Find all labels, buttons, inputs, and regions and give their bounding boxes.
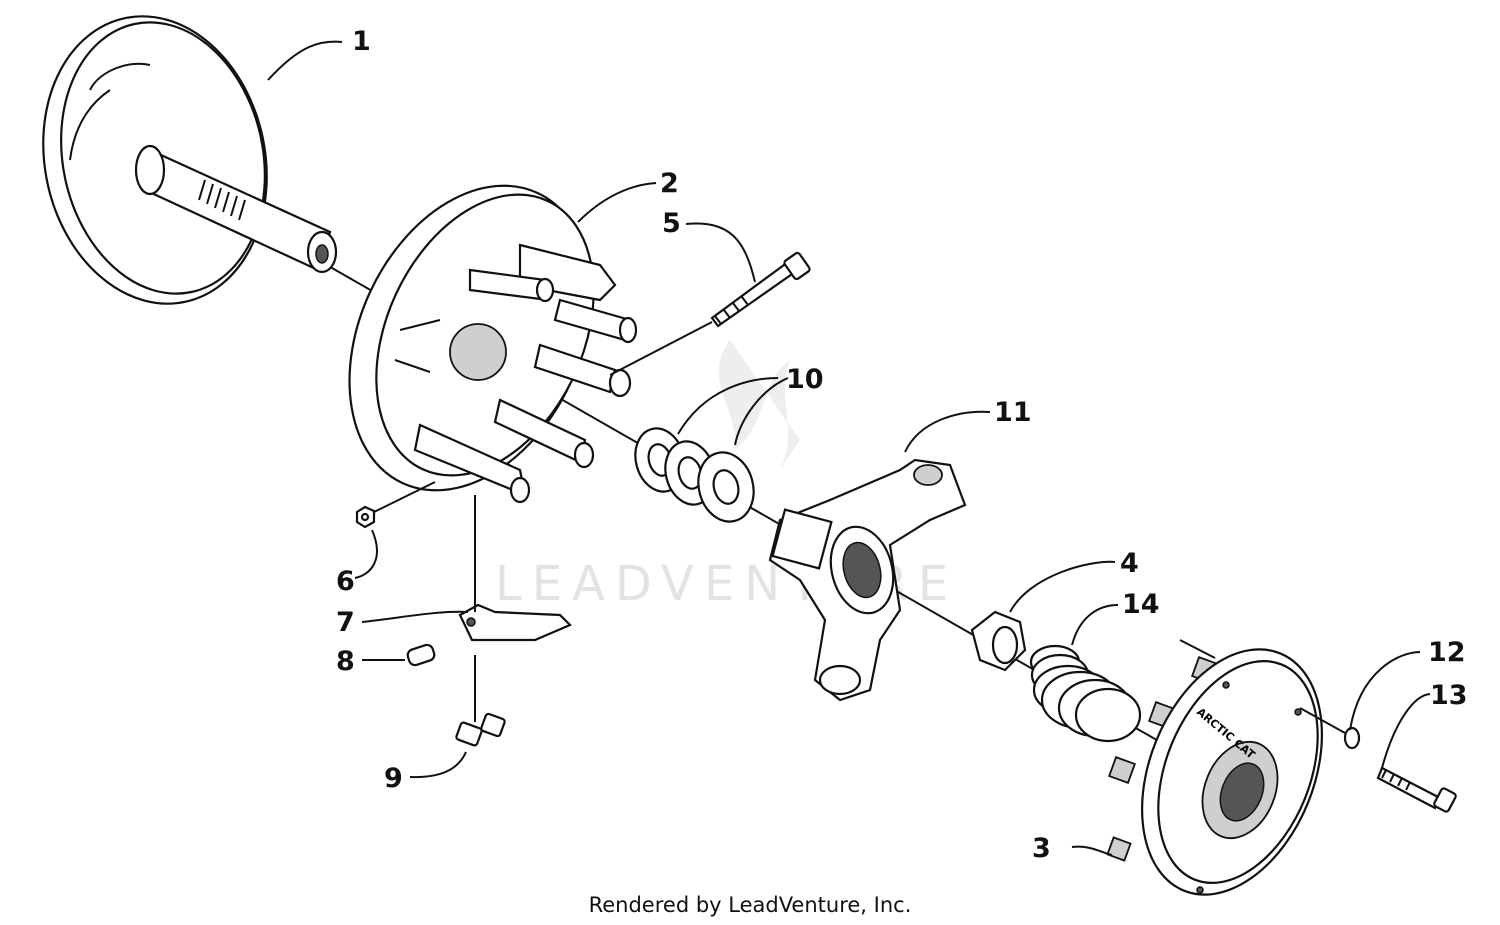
part-6-nut	[355, 505, 376, 529]
part-10-washers	[634, 427, 755, 523]
callout-7: 7	[336, 607, 355, 638]
callout-6: 6	[336, 566, 355, 597]
part-13-screw	[1376, 766, 1457, 813]
part-8-bushing	[406, 643, 436, 667]
callout-labels: 1 2 3 4 5 6 7 8 9 10 11 12 13 14	[336, 26, 1468, 864]
callout-4: 4	[1120, 548, 1139, 579]
footer-credit: Rendered by LeadVenture, Inc.	[588, 893, 912, 917]
part-14-spring	[1029, 644, 1142, 743]
part-12-lock-washer	[1343, 726, 1361, 750]
callout-3: 3	[1032, 833, 1051, 864]
part-11-spider	[768, 458, 967, 702]
callout-13: 13	[1430, 680, 1468, 711]
callout-10: 10	[786, 364, 824, 395]
callout-11: 11	[994, 397, 1032, 428]
callout-9: 9	[384, 763, 403, 794]
part-2-movable-sheave	[348, 184, 638, 504]
part-9-washers	[455, 712, 506, 747]
leader-lines	[267, 40, 1431, 856]
callout-12: 12	[1428, 637, 1466, 668]
callout-1: 1	[352, 26, 371, 57]
callout-5: 5	[662, 208, 681, 239]
part-3-cover: ARCTIC CAT	[1106, 648, 1323, 896]
part-5-bolt	[609, 251, 811, 376]
callout-8: 8	[336, 646, 355, 677]
part-7-cam-arm	[458, 603, 572, 642]
callout-2: 2	[660, 168, 679, 199]
part-4-nut	[970, 610, 1027, 672]
callout-14: 14	[1122, 589, 1160, 620]
part-1-fixed-sheave	[42, 15, 338, 305]
